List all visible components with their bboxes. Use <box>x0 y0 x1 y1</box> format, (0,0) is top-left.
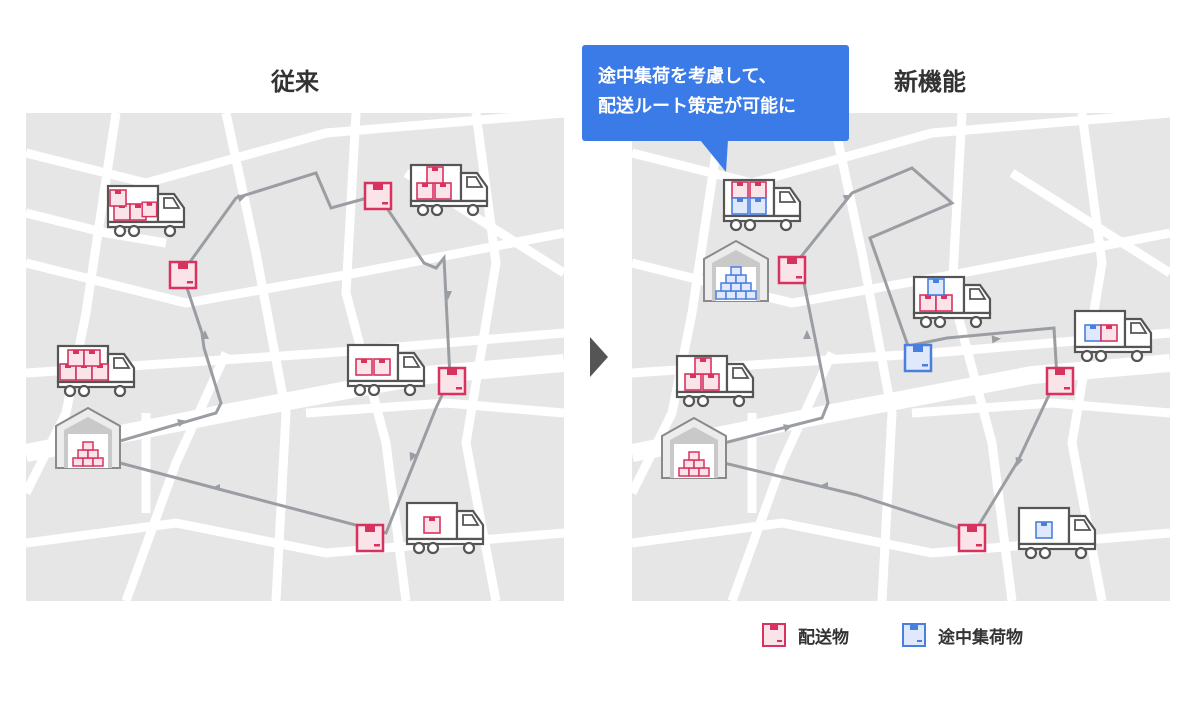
truck-icon <box>722 178 802 232</box>
conventional-route <box>119 171 452 535</box>
truck-icon <box>1017 506 1097 560</box>
road-network <box>632 113 1170 601</box>
conventional-route-map <box>26 113 564 601</box>
legend-pickup: 途中集荷物 <box>900 620 1023 650</box>
callout-tail <box>700 140 728 172</box>
legend-pickup-label: 途中集荷物 <box>938 627 1023 648</box>
truck-icon <box>1073 309 1153 363</box>
left-panel-title: 従来 <box>271 68 319 96</box>
route-arrow-icon <box>177 194 452 491</box>
conventional-map-svg <box>26 113 564 601</box>
truck-icon <box>675 354 755 408</box>
delivery-box-icon <box>1045 366 1075 396</box>
pickup-box-icon <box>903 343 933 373</box>
delivery-box-icon <box>355 523 385 553</box>
delivery-box-icon <box>168 260 198 290</box>
legend-delivery: 配送物 <box>760 620 849 650</box>
delivery-box-icon <box>363 181 393 211</box>
delivery-box-icon <box>777 255 807 285</box>
new-feature-route-map <box>632 113 1170 601</box>
transition-arrow-icon <box>590 337 608 377</box>
truck-icon <box>409 163 489 217</box>
right-panel-title: 新機能 <box>894 68 966 96</box>
truck-icon <box>106 184 186 238</box>
callout-line-1: 途中集荷を考慮して、 <box>598 66 777 87</box>
new-feature-route <box>723 166 1059 535</box>
legend-delivery-label: 配送物 <box>798 627 849 648</box>
delivery-box-icon <box>437 366 467 396</box>
truck-icon <box>912 275 992 329</box>
truck-icon <box>56 344 136 398</box>
route-arrow-icon <box>783 194 1024 489</box>
delivery-box-icon <box>762 623 786 647</box>
new-feature-map-svg <box>632 113 1170 601</box>
feature-callout: 途中集荷を考慮して、 配送ルート策定が可能に <box>582 45 849 141</box>
delivery-box-icon <box>957 523 987 553</box>
warehouse-icon <box>703 240 769 302</box>
pickup-box-icon <box>902 623 926 647</box>
callout-line-2: 配送ルート策定が可能に <box>598 96 796 117</box>
